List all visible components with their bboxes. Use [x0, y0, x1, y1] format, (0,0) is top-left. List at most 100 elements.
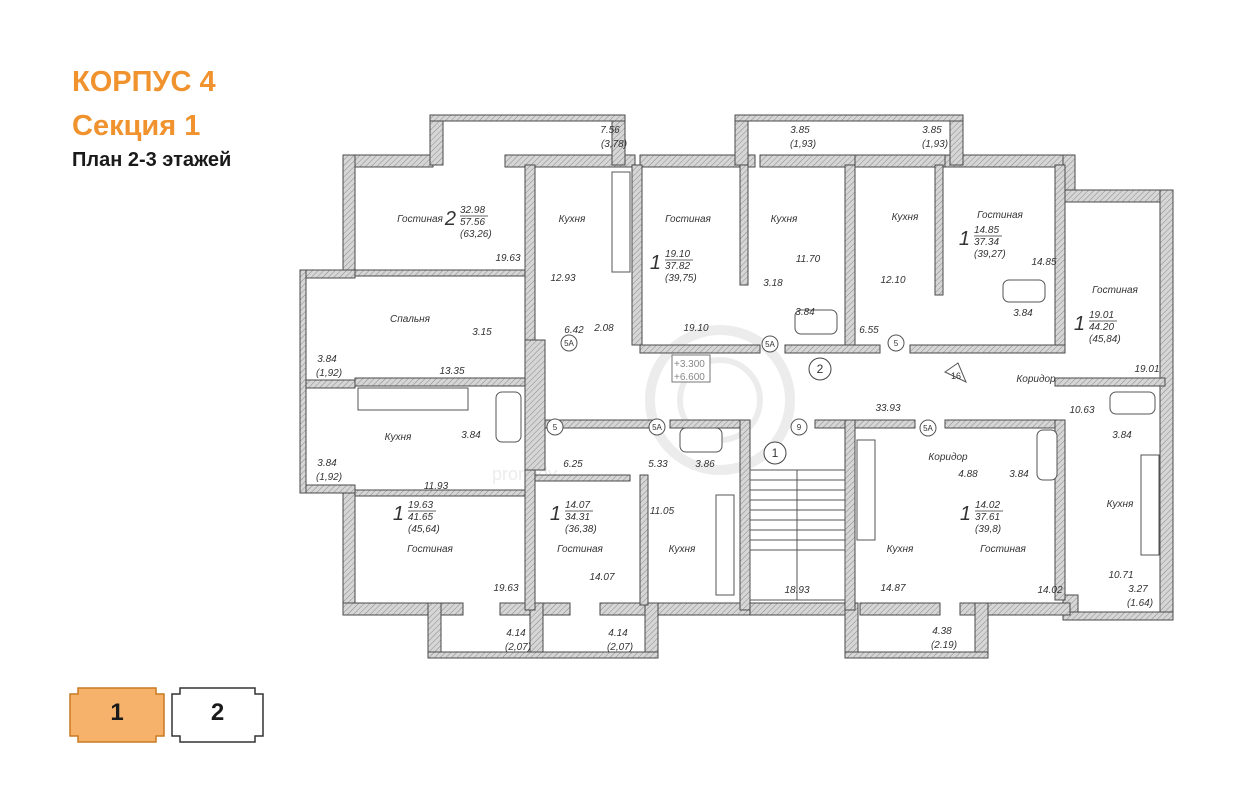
- room-area: 3.84: [795, 307, 815, 318]
- section-title: Секция 1: [72, 110, 201, 142]
- node-mark-text: 2: [817, 362, 824, 376]
- mark-16: 16: [944, 362, 967, 384]
- interior-walls: [354, 164, 1166, 611]
- staircase: [749, 469, 846, 601]
- apartment-living-area: 19.10: [665, 249, 690, 260]
- room-area: 10.71: [1108, 570, 1133, 581]
- room-label: Кухня: [385, 432, 412, 443]
- apartment-living-area: 14.02: [975, 500, 1000, 511]
- apartment-full-area: (39,8): [975, 524, 1001, 535]
- room-label: Кухня: [892, 212, 919, 223]
- room-area: (1,93): [790, 139, 816, 150]
- apartment-rooms: 1: [960, 503, 971, 525]
- room-area: 19.01: [1134, 364, 1159, 375]
- room-area: 12.10: [880, 275, 905, 286]
- apartment-living-area: 19.01: [1089, 310, 1114, 321]
- node-mark: [808, 357, 832, 381]
- room-label: Коридор: [1016, 374, 1056, 385]
- floor-plan-subtitle: План 2-3 этажей: [72, 149, 232, 171]
- room-label: Гостиная: [557, 544, 603, 555]
- room-area: 19.63: [495, 253, 520, 264]
- node-marks: 21: [763, 357, 832, 465]
- room-label: Гостиная: [977, 210, 1023, 221]
- room-area: 3.84: [1112, 430, 1132, 441]
- room-areas: 7.56(3,78)3.85(1,93)3.85(1,93)19.6312.93…: [316, 125, 1160, 653]
- apartment-total-area: 44.20: [1089, 322, 1114, 333]
- apartment-living-area: 19.63: [408, 500, 433, 511]
- apartment-total-area: 41.65: [408, 512, 433, 523]
- room-area: 3.85: [922, 125, 942, 136]
- door-mark-text: 5: [894, 339, 899, 348]
- room-area: 6.42: [564, 325, 584, 336]
- room-area: 19.10: [683, 323, 708, 334]
- apartment-living-area: 14.07: [565, 500, 590, 511]
- room-area: 3.84: [1009, 469, 1029, 480]
- door-mark: [887, 334, 905, 352]
- room-area: 6.25: [563, 459, 583, 470]
- node-mark-text: 1: [772, 446, 779, 460]
- room-area: (3,78): [601, 139, 627, 150]
- apartment-full-area: (63,26): [460, 229, 492, 240]
- room-label: Кухня: [559, 214, 586, 225]
- room-area: 4.88: [958, 469, 978, 480]
- door-mark-text: 5А: [564, 339, 574, 348]
- room-area: (2.19): [931, 640, 957, 651]
- room-area: 19.63: [493, 583, 518, 594]
- level-mark-1: +3.300: [674, 359, 705, 370]
- room-area: 4.14: [506, 628, 526, 639]
- room-area: (2,07): [607, 642, 633, 653]
- apartment-total-area: 34.31: [565, 512, 590, 523]
- door-mark: [648, 418, 666, 436]
- section-1-button[interactable]: 1: [68, 686, 166, 744]
- room-area: 13.35: [439, 366, 464, 377]
- room-area: 14.85: [1031, 257, 1056, 268]
- room-label: Спальня: [390, 314, 431, 325]
- room-area: 4.38: [932, 626, 952, 637]
- room-area: 5.33: [648, 459, 668, 470]
- room-label: Гостиная: [665, 214, 711, 225]
- room-area: 10.63: [1069, 405, 1094, 416]
- room-area: 18.93: [784, 585, 809, 596]
- apartment-rooms: 1: [959, 228, 970, 250]
- level-mark-2: +6.600: [674, 372, 705, 383]
- room-area: 11.05: [650, 506, 675, 517]
- room-label: Гостиная: [1092, 285, 1138, 296]
- exterior-walls: [299, 114, 1174, 659]
- level-marks: +3.300 +6.600: [671, 354, 711, 383]
- room-label: Гостиная: [407, 544, 453, 555]
- room-area: (2,07): [505, 642, 531, 653]
- apartment-rooms: 1: [1074, 313, 1085, 335]
- door-mark: [546, 418, 564, 436]
- apartment-full-area: (39,75): [665, 273, 697, 284]
- section-2-button[interactable]: 2: [170, 686, 265, 744]
- room-label: Кухня: [887, 544, 914, 555]
- room-area: 3.84: [317, 354, 337, 365]
- room-area: (1,92): [316, 368, 342, 379]
- room-area: 33.93: [875, 403, 900, 414]
- door-mark: [761, 335, 779, 353]
- room-area: 11.93: [424, 481, 449, 492]
- apartment-total-area: 37.82: [665, 261, 690, 272]
- room-label: Кухня: [1107, 499, 1134, 510]
- room-area: 3.85: [790, 125, 810, 136]
- door-mark-text: 5А: [765, 340, 775, 349]
- door-mark: [790, 418, 808, 436]
- door-mark-text: 5: [553, 423, 558, 432]
- node-mark: [763, 441, 787, 465]
- apartment-total-area: 57.56: [460, 217, 485, 228]
- room-area: 3.84: [317, 458, 337, 469]
- apartment-full-area: (45,84): [1089, 334, 1121, 345]
- apartment-rooms: 2: [444, 208, 456, 230]
- door-mark-text: 9: [797, 423, 802, 432]
- apartment-total-area: 37.34: [974, 237, 999, 248]
- room-area: 11.70: [796, 254, 821, 265]
- apartment-rooms: 1: [393, 503, 404, 525]
- room-area: 3.86: [695, 459, 715, 470]
- apartment-living-area: 14.85: [974, 225, 999, 236]
